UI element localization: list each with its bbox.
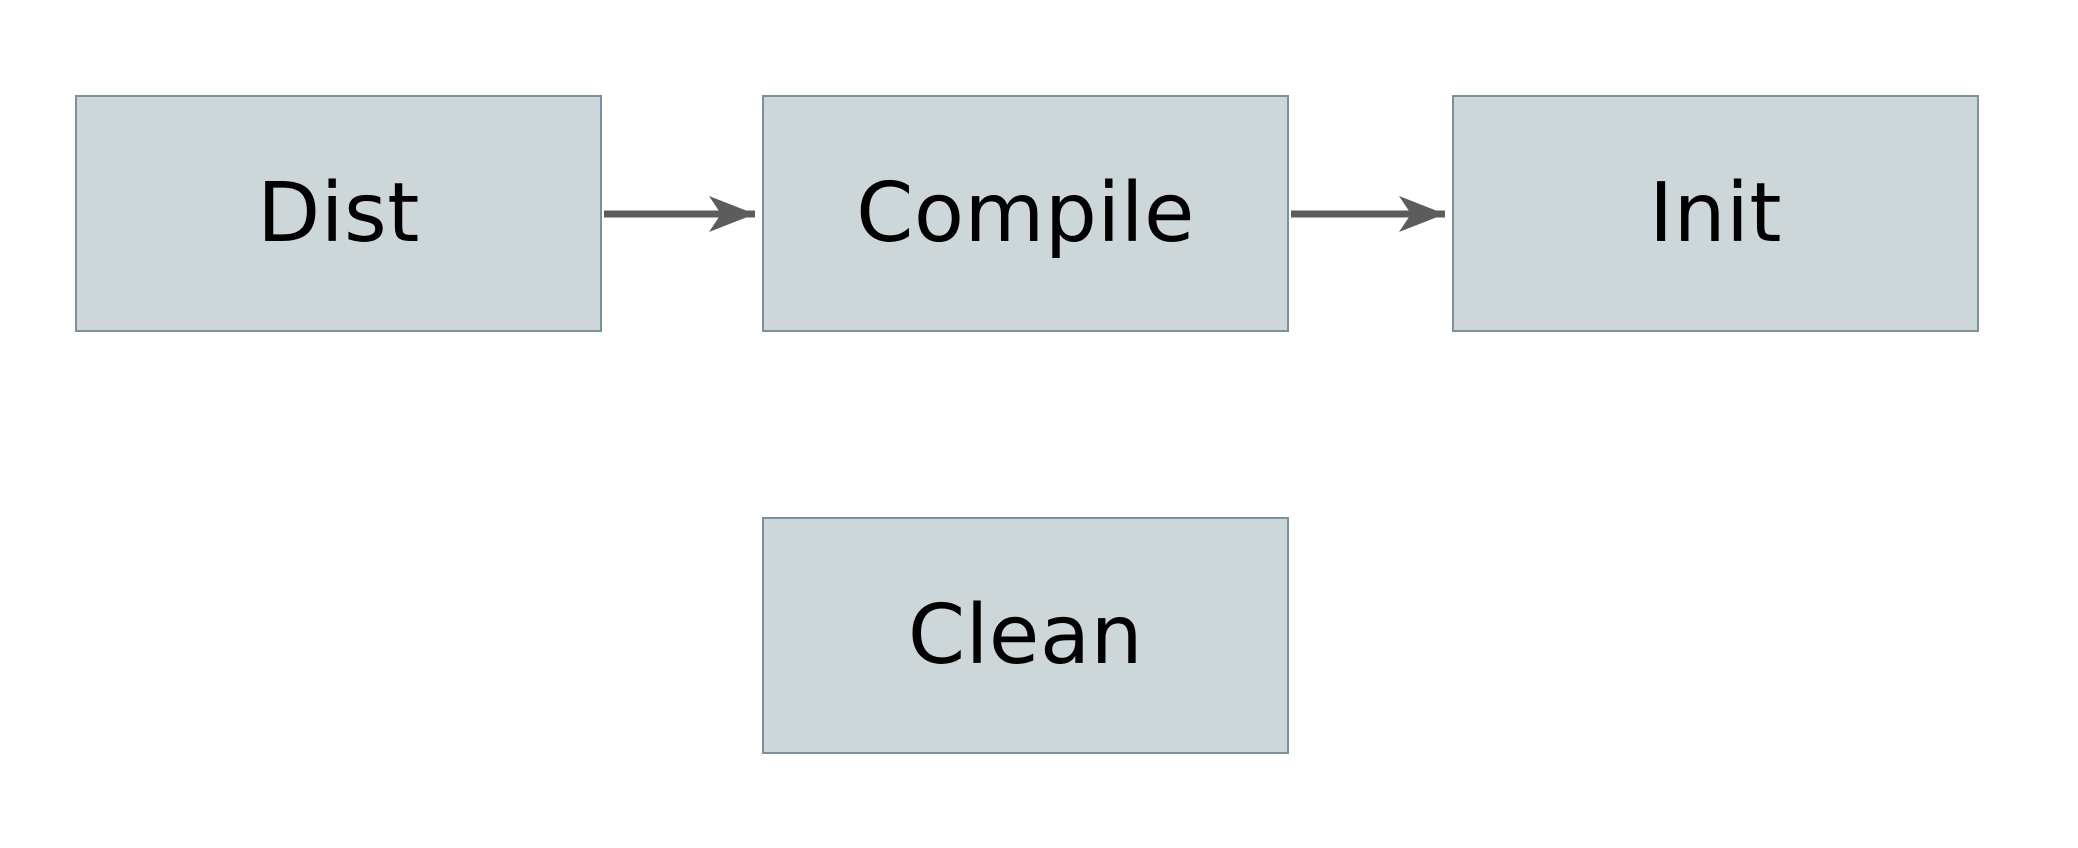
node-clean-label: Clean <box>907 588 1144 683</box>
node-dist: Dist <box>75 95 602 332</box>
node-init: Init <box>1452 95 1979 332</box>
node-init-label: Init <box>1648 166 1783 261</box>
node-clean: Clean <box>762 517 1289 754</box>
node-compile-label: Compile <box>856 166 1195 261</box>
node-compile: Compile <box>762 95 1289 332</box>
node-dist-label: Dist <box>257 166 420 261</box>
